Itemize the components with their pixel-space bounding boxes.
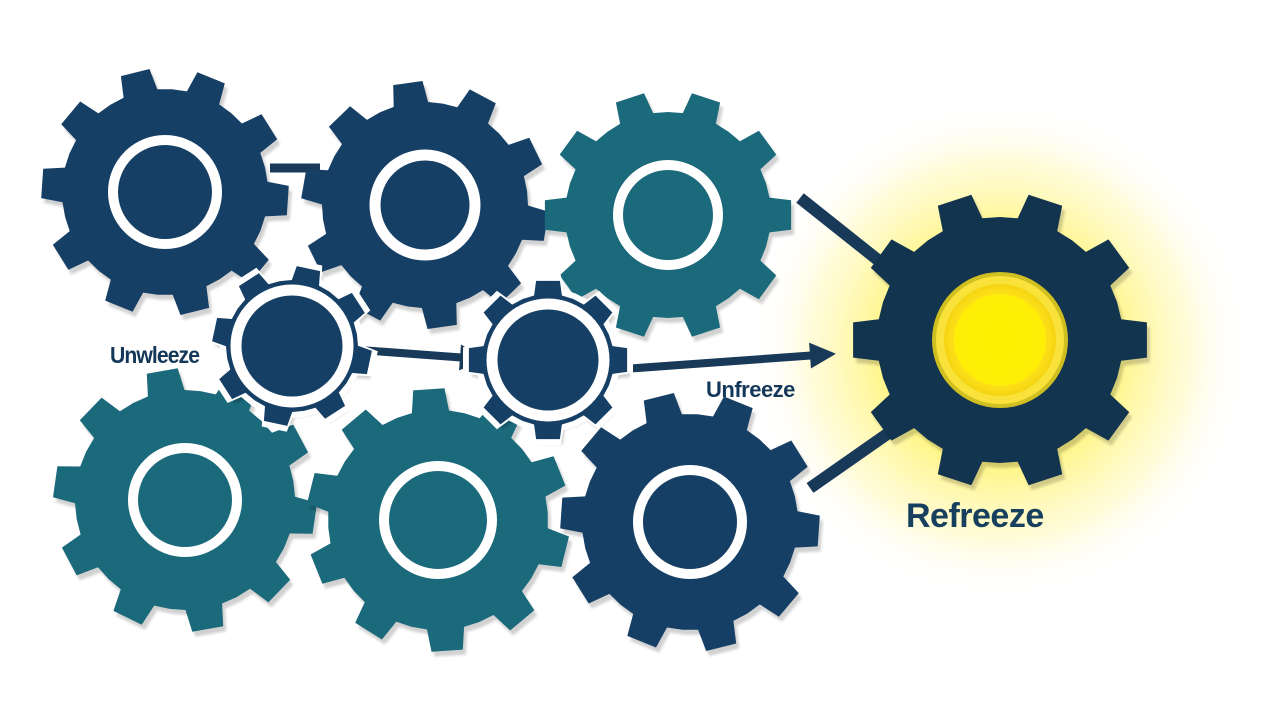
gear-small-1-icon <box>206 260 378 432</box>
gear-top-1-ring <box>108 135 222 249</box>
gear-top-2-body <box>301 81 549 329</box>
gear-bottom-3-body <box>560 393 820 651</box>
gear-top-3-body <box>544 93 792 337</box>
gear-top-1-icon <box>41 69 292 320</box>
gear-bottom-1-body <box>53 368 317 632</box>
gear-bottom-2-icon <box>307 388 572 657</box>
gear-bottom-3-icon <box>560 393 823 656</box>
gear-top-1-body <box>41 69 289 315</box>
connector-gear-small-1-to-gear-small-2 <box>359 346 469 362</box>
gear-bottom-3-ring <box>633 465 747 579</box>
gear-top-3-ring <box>613 160 723 270</box>
gear-refreeze-icon <box>853 194 1150 491</box>
connector-gear-top-3-to-gear-refreeze <box>796 193 892 273</box>
gear-top-2-icon <box>301 81 552 334</box>
gear-bottom-2-body <box>307 388 569 652</box>
unwleeze-label: Unwleeze <box>110 342 200 368</box>
arrowhead-gear-small-2-to-gear-refreeze <box>809 342 836 369</box>
refreeze-label: Refreeze <box>906 497 1044 535</box>
gear-bottom-1-ring <box>128 443 242 557</box>
gear-top-2-ring <box>369 149 481 261</box>
connector-gear-small-2-to-gear-refreeze <box>609 351 819 374</box>
gear-top-3-icon <box>544 93 795 342</box>
gear-bottom-1-icon <box>53 368 320 637</box>
gear-small-2-icon <box>463 275 633 445</box>
connector-gear-bottom-3-to-gear-refreeze <box>806 427 894 493</box>
unfreeze-label: Unfreeze <box>706 377 795 402</box>
gear-bottom-2-ring <box>379 461 497 579</box>
